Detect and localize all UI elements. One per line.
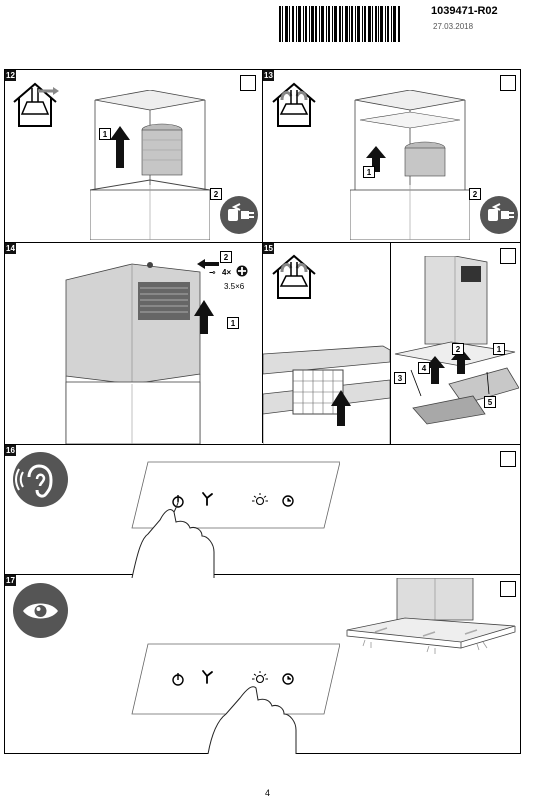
document-date: 27.03.2018	[433, 22, 474, 31]
step-number: 14	[5, 243, 16, 254]
chimney-cover-illustration	[65, 262, 214, 444]
callout-number: 2	[452, 343, 464, 355]
barcode	[279, 6, 400, 42]
step-number: 12	[5, 70, 16, 81]
unplug-icon	[220, 196, 258, 234]
ear-icon	[13, 452, 68, 507]
column-divider	[262, 69, 263, 443]
insert-arrow-icon	[197, 259, 219, 269]
screw-icon: ⊸	[209, 268, 216, 277]
checkbox[interactable]	[500, 248, 516, 264]
filter-installation-illustration	[263, 345, 390, 444]
callout-number: 1	[493, 343, 505, 355]
callout-number: 1	[363, 166, 375, 178]
control-panel-light-touch-illustration	[131, 643, 340, 754]
step-number: 13	[263, 70, 274, 81]
callout-number: 2	[469, 188, 481, 200]
callout-number: 2	[210, 188, 222, 200]
page-number: 4	[265, 788, 271, 798]
callout-number: 2	[220, 251, 232, 263]
phillips-screwdriver-icon	[236, 265, 248, 277]
house-extraction-icon	[13, 82, 59, 127]
chimney-recirculation-illustration	[350, 90, 470, 240]
unplug-icon	[480, 196, 518, 234]
chimney-duct-illustration	[90, 90, 210, 240]
callout-number: 3	[394, 372, 406, 384]
checkbox[interactable]	[500, 451, 516, 467]
checkbox[interactable]	[500, 75, 516, 91]
house-recirculation-icon	[272, 82, 316, 127]
checkbox[interactable]	[240, 75, 256, 91]
step-number: 15	[263, 243, 274, 254]
screw-size: 3.5×6	[224, 282, 245, 291]
callout-number: 1	[99, 128, 111, 140]
control-panel-touch-illustration	[131, 461, 340, 578]
step-number: 17	[5, 575, 16, 586]
row-divider	[4, 574, 521, 575]
step-number: 16	[5, 445, 16, 456]
sub-divider	[390, 242, 391, 444]
callout-number: 1	[227, 317, 239, 329]
screw-quantity: 4×	[222, 268, 232, 277]
row-divider	[4, 444, 521, 445]
document-code: 1039471-R02	[431, 5, 498, 17]
hood-light-on-illustration	[346, 578, 516, 654]
checkbox[interactable]	[500, 581, 516, 597]
callout-number: 5	[484, 396, 496, 408]
callout-number: 4	[418, 362, 430, 374]
house-recirculation-icon	[272, 254, 316, 299]
eye-icon	[13, 583, 68, 638]
